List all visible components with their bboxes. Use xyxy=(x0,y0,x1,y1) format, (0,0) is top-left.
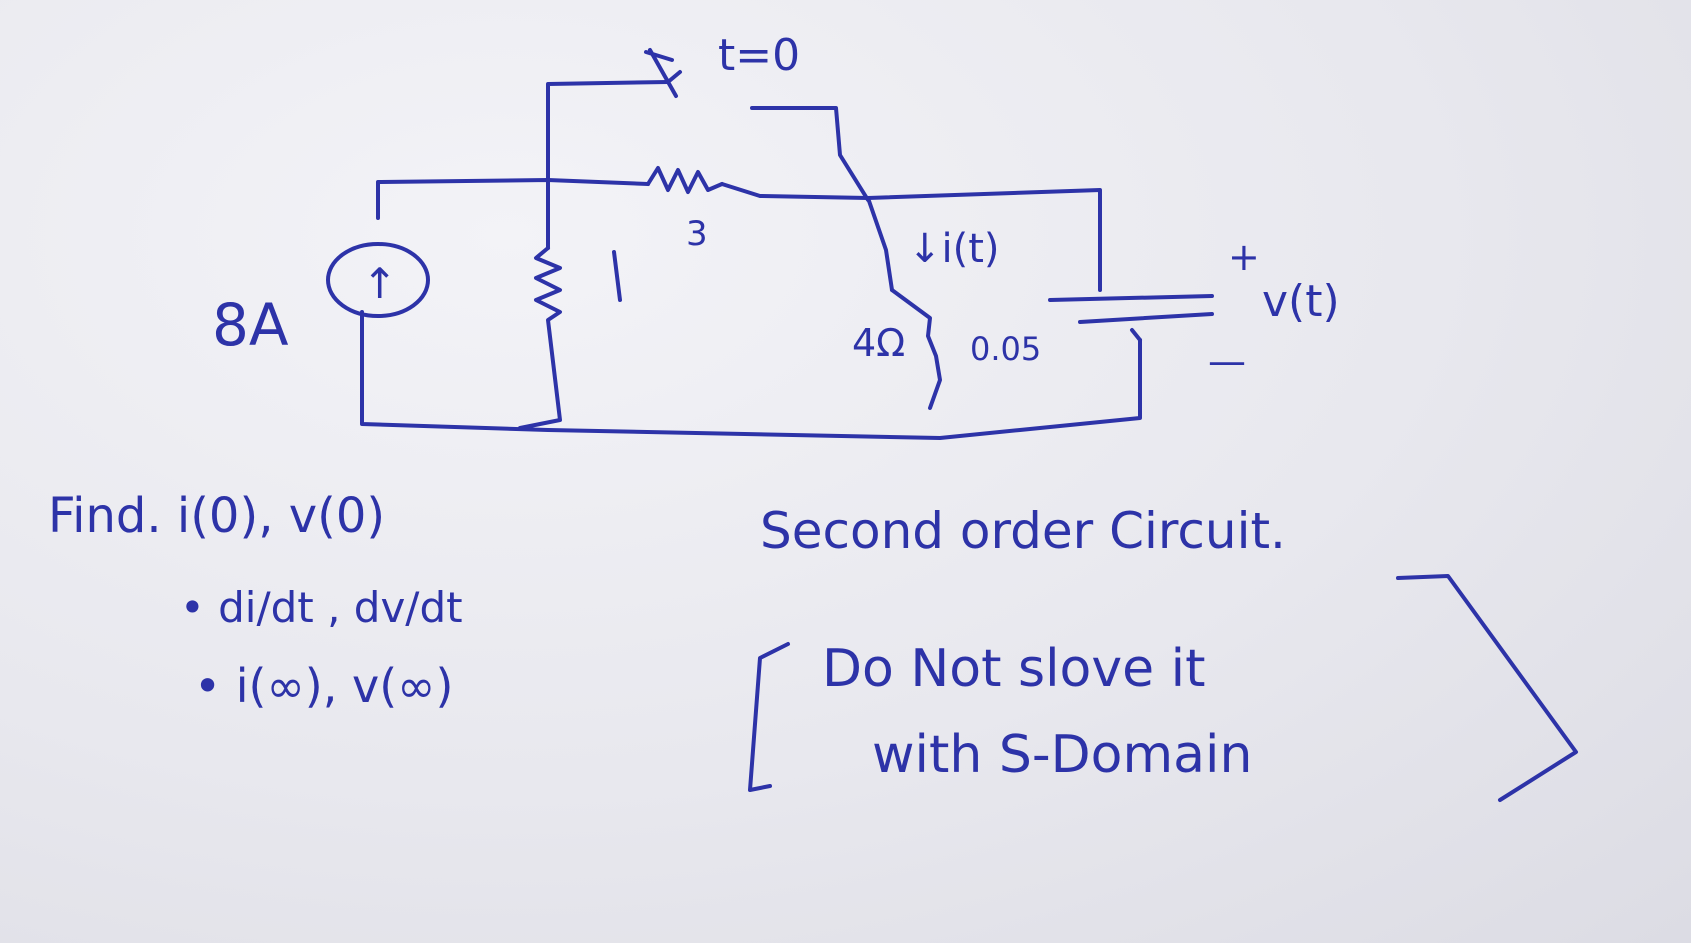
find-line-2: • di/dt , dv/dt xyxy=(180,583,463,632)
r4-wire xyxy=(866,196,894,292)
v-plus: + xyxy=(1228,235,1260,279)
cap-label: 0.05 xyxy=(970,330,1041,368)
capacitor xyxy=(1048,294,1214,342)
find-line-1: Find. i(0), v(0) xyxy=(48,488,385,544)
r3-label: 3 xyxy=(686,214,708,254)
r4-label: 4Ω xyxy=(852,321,905,365)
second-order-text: Second order Circuit. xyxy=(760,502,1286,560)
note-line-2: with S-Domain xyxy=(872,725,1252,785)
source-bottom-wire xyxy=(360,310,1142,440)
switch-label: t=0 xyxy=(718,30,800,81)
resistor-1 xyxy=(518,246,562,430)
note-line-1: Do Not slove it xyxy=(822,639,1206,699)
switch-blade xyxy=(644,48,682,98)
source-arrow: ↑ xyxy=(362,259,397,308)
resistor-4 xyxy=(890,288,942,410)
right-bracket xyxy=(1396,574,1578,802)
resistor-3 xyxy=(646,166,724,194)
source-label: 8A xyxy=(212,291,289,359)
current-source xyxy=(326,242,430,318)
left-bracket xyxy=(748,642,790,792)
current-label: ↓i(t) xyxy=(908,226,1000,272)
r1-label xyxy=(612,250,622,302)
v-label: v(t) xyxy=(1262,276,1340,327)
top-wire-left xyxy=(376,178,650,220)
switch-wire xyxy=(546,80,870,202)
v-minus: — xyxy=(1208,339,1246,383)
find-line-3: • i(∞), v(∞) xyxy=(194,659,453,713)
